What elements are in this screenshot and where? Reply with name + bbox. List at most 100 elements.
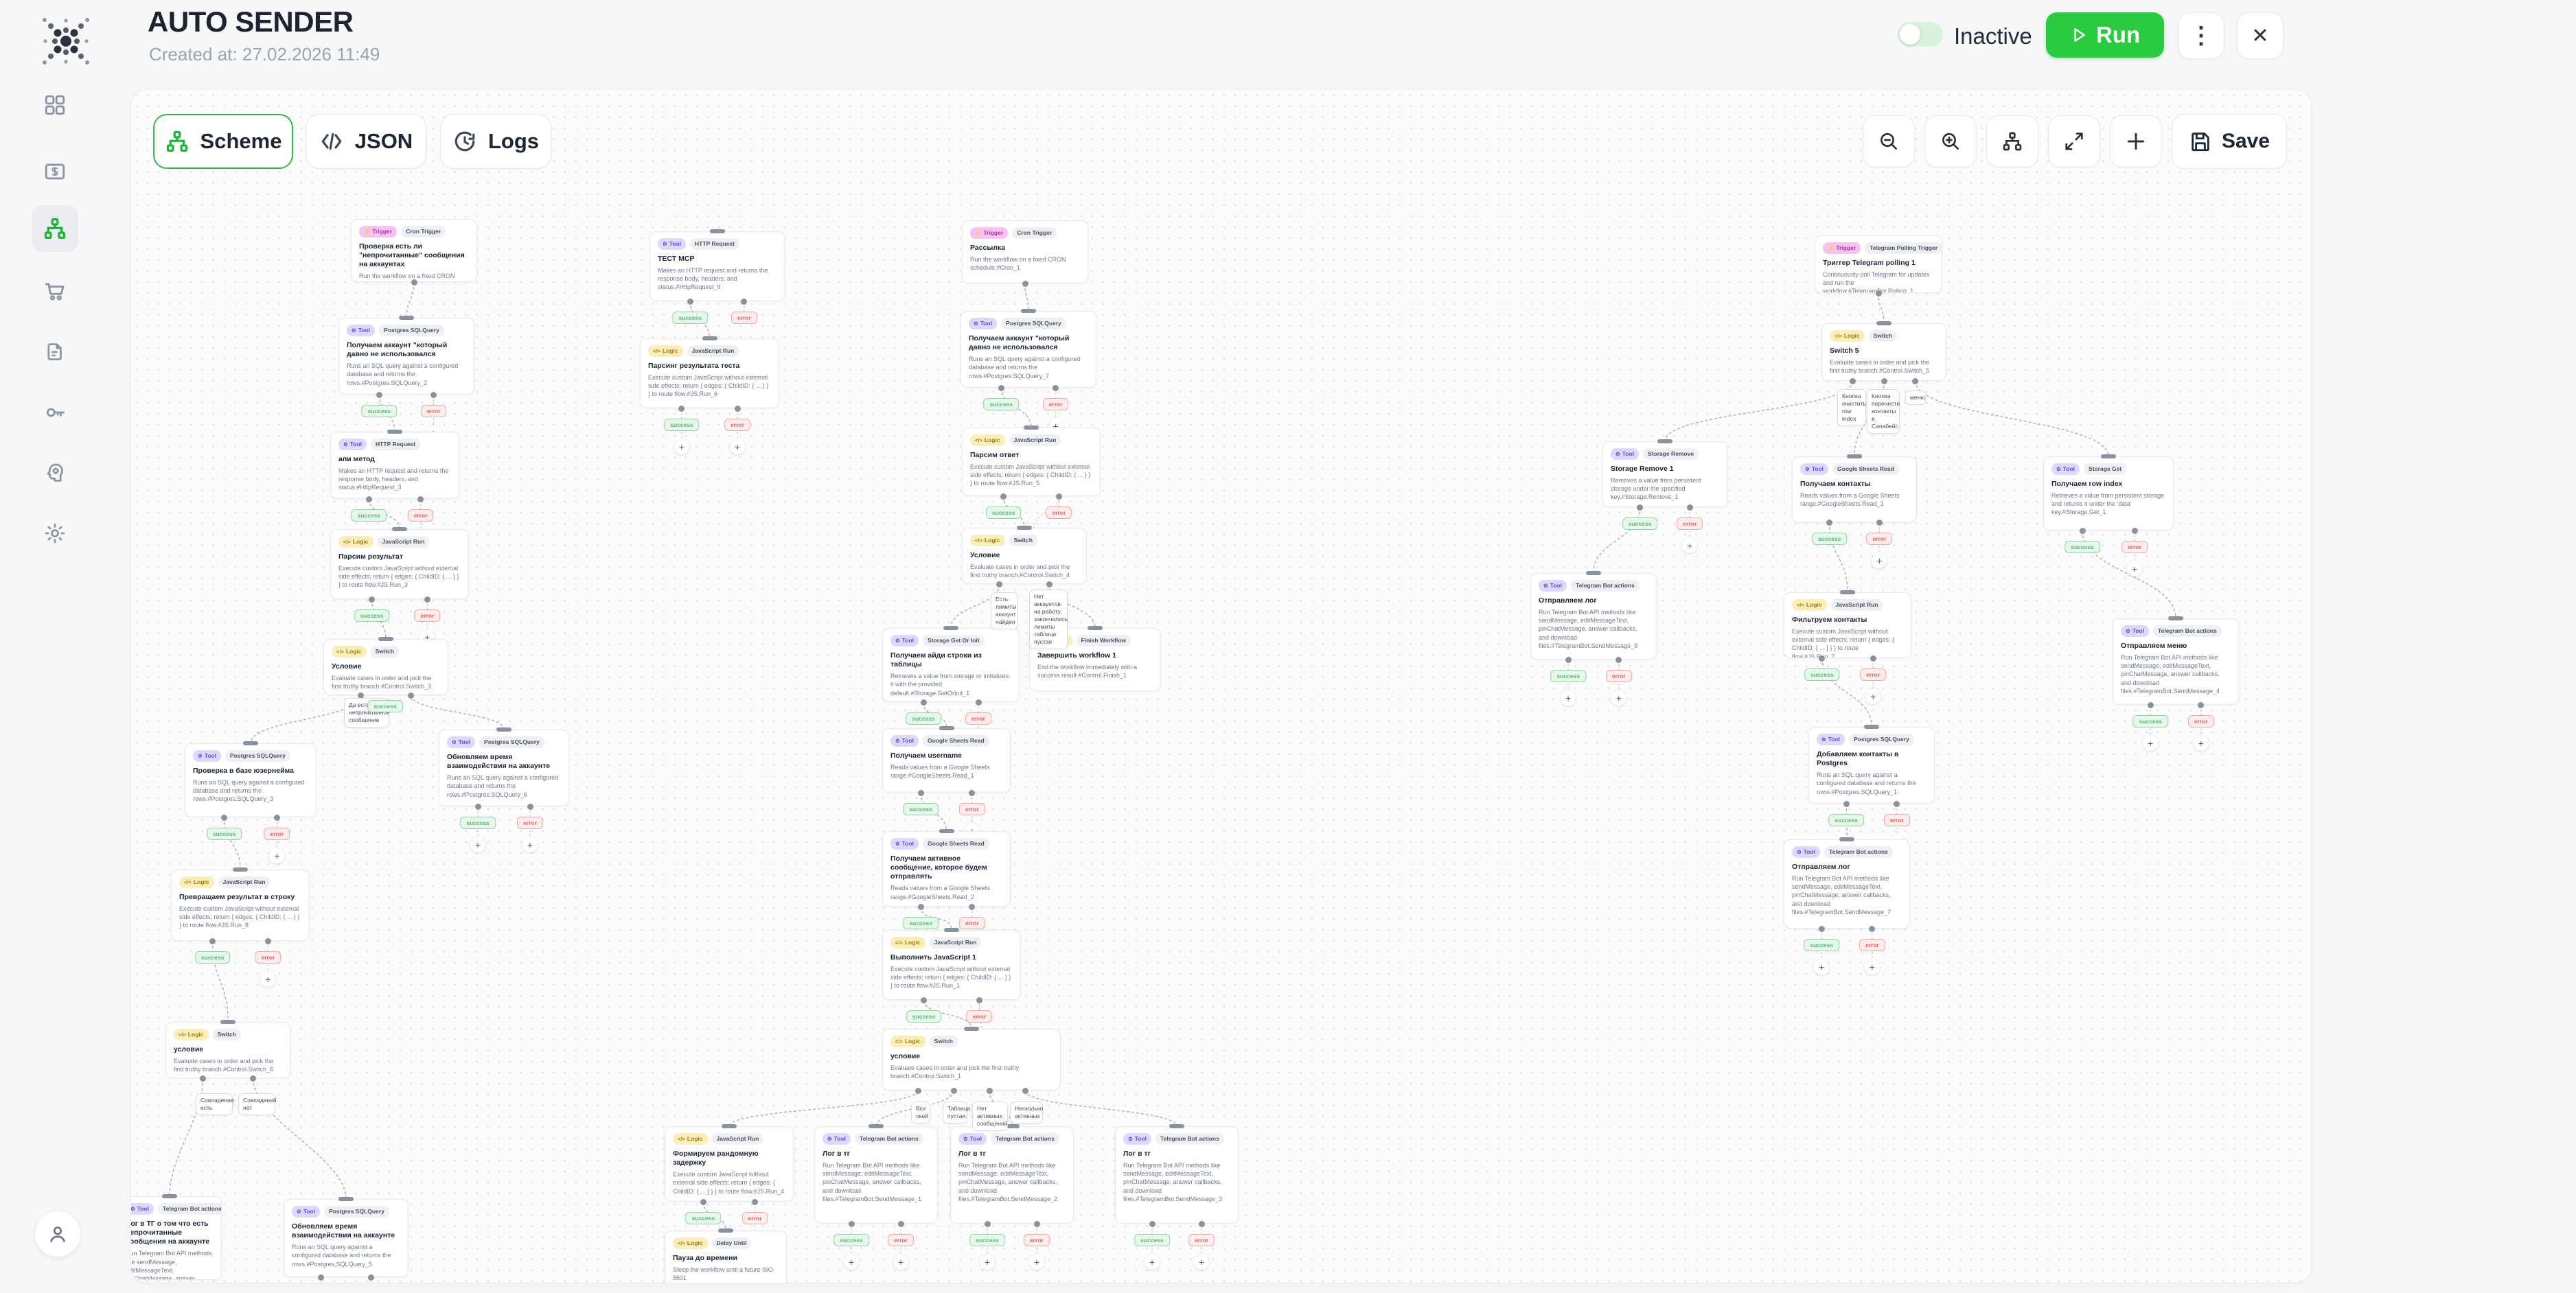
success-pill: success — [194, 951, 231, 964]
add-next-node-button[interactable]: + — [1872, 553, 1887, 568]
tab-json[interactable]: JSON — [306, 114, 426, 169]
sidebar-item-documents[interactable] — [32, 329, 78, 375]
save-button[interactable]: Save — [2172, 114, 2287, 169]
add-next-node-button[interactable]: + — [2193, 736, 2209, 751]
node-type-badge: Google Sheets Read — [923, 838, 989, 850]
node-description: Removes a value from persistent storage … — [1611, 477, 1701, 501]
add-next-node-button[interactable]: + — [2127, 561, 2142, 576]
output-port — [897, 1220, 904, 1227]
auto-layout-button[interactable] — [1986, 115, 2038, 167]
node-title: Лог в тг — [958, 1150, 986, 1158]
add-next-node-button[interactable]: + — [470, 837, 485, 852]
run-button[interactable]: Run — [2046, 12, 2164, 58]
add-next-node-button[interactable]: + — [2143, 736, 2159, 751]
add-next-node-button[interactable]: + — [1611, 690, 1626, 706]
add-next-node-button[interactable]: + — [522, 837, 538, 852]
add-node-button[interactable] — [2110, 115, 2162, 167]
add-next-node-button[interactable]: + — [1864, 959, 1880, 975]
add-next-node-button[interactable]: + — [260, 972, 276, 987]
add-next-node-button[interactable]: + — [893, 1255, 908, 1270]
sidebar-item-ai-assistant[interactable] — [32, 450, 78, 496]
category-badge: ⚙Tool — [1123, 1133, 1152, 1145]
add-next-node-button[interactable]: + — [980, 1255, 995, 1270]
add-next-node-button[interactable]: + — [269, 848, 285, 863]
edge — [1033, 496, 1060, 528]
add-next-node-button[interactable]: + — [844, 1255, 859, 1270]
more-menu-button[interactable]: ⋮ — [2178, 12, 2224, 59]
add-next-node-button[interactable]: + — [730, 439, 746, 454]
tab-logs[interactable]: Logs — [440, 114, 551, 169]
add-next-node-button[interactable]: + — [1561, 690, 1576, 706]
sidebar-item-settings[interactable] — [32, 510, 78, 557]
add-next-node-button[interactable]: + — [1145, 1255, 1160, 1270]
edge — [1664, 380, 1854, 442]
add-next-node-button[interactable]: + — [1029, 1255, 1044, 1270]
add-next-node-button[interactable]: + — [1194, 1255, 1209, 1270]
logic-badge-icon: </> — [975, 537, 982, 544]
output-port — [1818, 925, 1825, 932]
user-avatar[interactable] — [34, 1211, 81, 1257]
fit-view-button[interactable] — [2048, 115, 2100, 167]
zoom-out-button[interactable] — [1863, 115, 1915, 167]
sidebar-item-dashboard[interactable] — [32, 82, 78, 128]
node-title: Триггер Telegram polling 1 — [1823, 259, 1916, 267]
close-button[interactable]: ✕ — [2237, 12, 2284, 59]
add-next-node-button[interactable]: + — [1682, 538, 1698, 553]
sidebar-item-api-keys[interactable] — [32, 389, 78, 436]
add-next-node-button[interactable]: + — [674, 439, 689, 454]
zoom-in-button[interactable] — [1924, 115, 1977, 167]
add-next-node-button[interactable]: + — [1865, 689, 1881, 704]
category-badge: ⚙Tool — [193, 750, 222, 762]
error-pill: error — [1046, 506, 1072, 519]
active-toggle[interactable] — [1898, 22, 1943, 47]
sidebar-item-billing[interactable] — [32, 148, 78, 195]
output-port — [848, 1220, 855, 1227]
tab-scheme[interactable]: Scheme — [153, 114, 293, 169]
category-badge: </>Logic — [970, 434, 1005, 446]
node-type-badge: Postgres SQLQuery — [379, 325, 444, 336]
sidebar-item-marketplace[interactable] — [32, 268, 78, 314]
add-next-node-button[interactable]: + — [1814, 959, 1830, 975]
sidebar-item-workflows[interactable] — [32, 205, 78, 252]
